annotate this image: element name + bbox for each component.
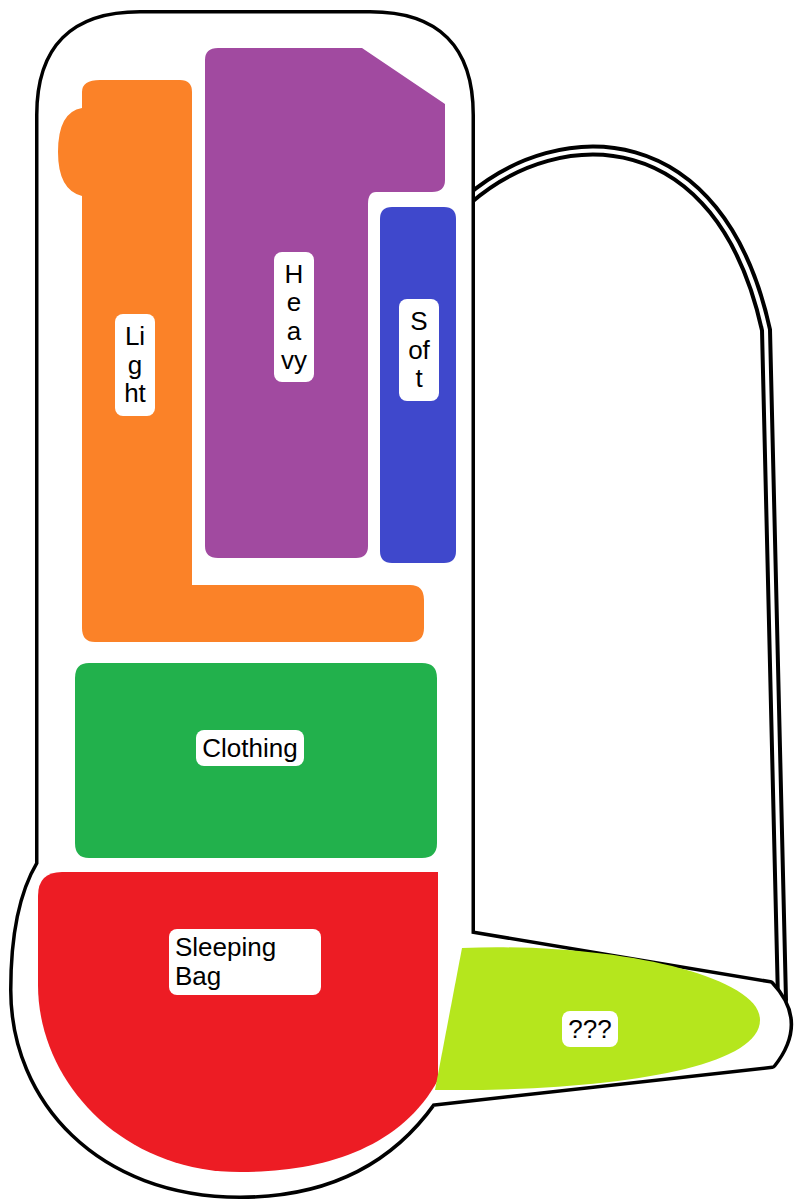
zone-fill — [435, 947, 760, 1090]
zone-shape — [36, 870, 440, 1174]
zone-label: Heavy — [274, 252, 314, 382]
strap — [468, 151, 782, 1000]
zone-fill — [75, 663, 437, 858]
pocket-zone: ??? — [433, 944, 763, 1094]
zone-label: ??? — [562, 1011, 617, 1048]
zone-label: Clothing — [196, 730, 303, 767]
soft-zone: Soft — [378, 205, 458, 565]
zone-fill — [380, 207, 456, 563]
zone-label: Sleeping Bag — [169, 929, 321, 994]
zone-label: Soft — [399, 299, 439, 401]
zone-fill — [38, 872, 438, 1172]
clothing-zone: Clothing — [73, 661, 439, 860]
pack-body-inner — [14, 15, 788, 1194]
pack-body — [14, 15, 788, 1194]
zone-label: Light — [115, 314, 155, 416]
sleeping-bag-zone: Sleeping Bag — [36, 870, 440, 1174]
strap-inner — [468, 151, 782, 1000]
